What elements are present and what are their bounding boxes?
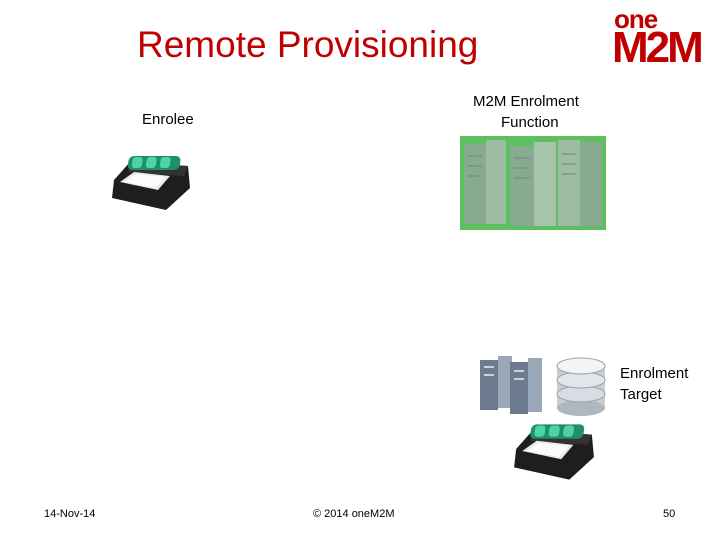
target-label-line2: Target <box>620 386 662 403</box>
footer-page-number: 50 <box>663 508 676 520</box>
logo-m2m-text: M2M <box>612 23 704 72</box>
target-device-icon <box>514 424 594 480</box>
enrolee-label: Enrolee <box>142 111 194 128</box>
logo-one-text: one <box>614 4 658 34</box>
slide-title: Remote Provisioning <box>137 24 479 65</box>
mef-label-line1: M2M Enrolment <box>473 93 579 110</box>
footer-copyright: © 2014 oneM2M <box>313 508 395 520</box>
onem2m-logo: one M2M <box>612 4 710 72</box>
device-icon <box>112 156 190 210</box>
server-rack-cluster <box>460 136 606 230</box>
database-icon <box>556 357 606 416</box>
footer-date: 14-Nov-14 <box>44 508 96 520</box>
target-label-line1: Enrolment <box>620 365 689 382</box>
mef-label-line2: Function <box>501 114 559 131</box>
server-rack-icon <box>464 140 602 226</box>
target-server-icon <box>480 356 542 414</box>
